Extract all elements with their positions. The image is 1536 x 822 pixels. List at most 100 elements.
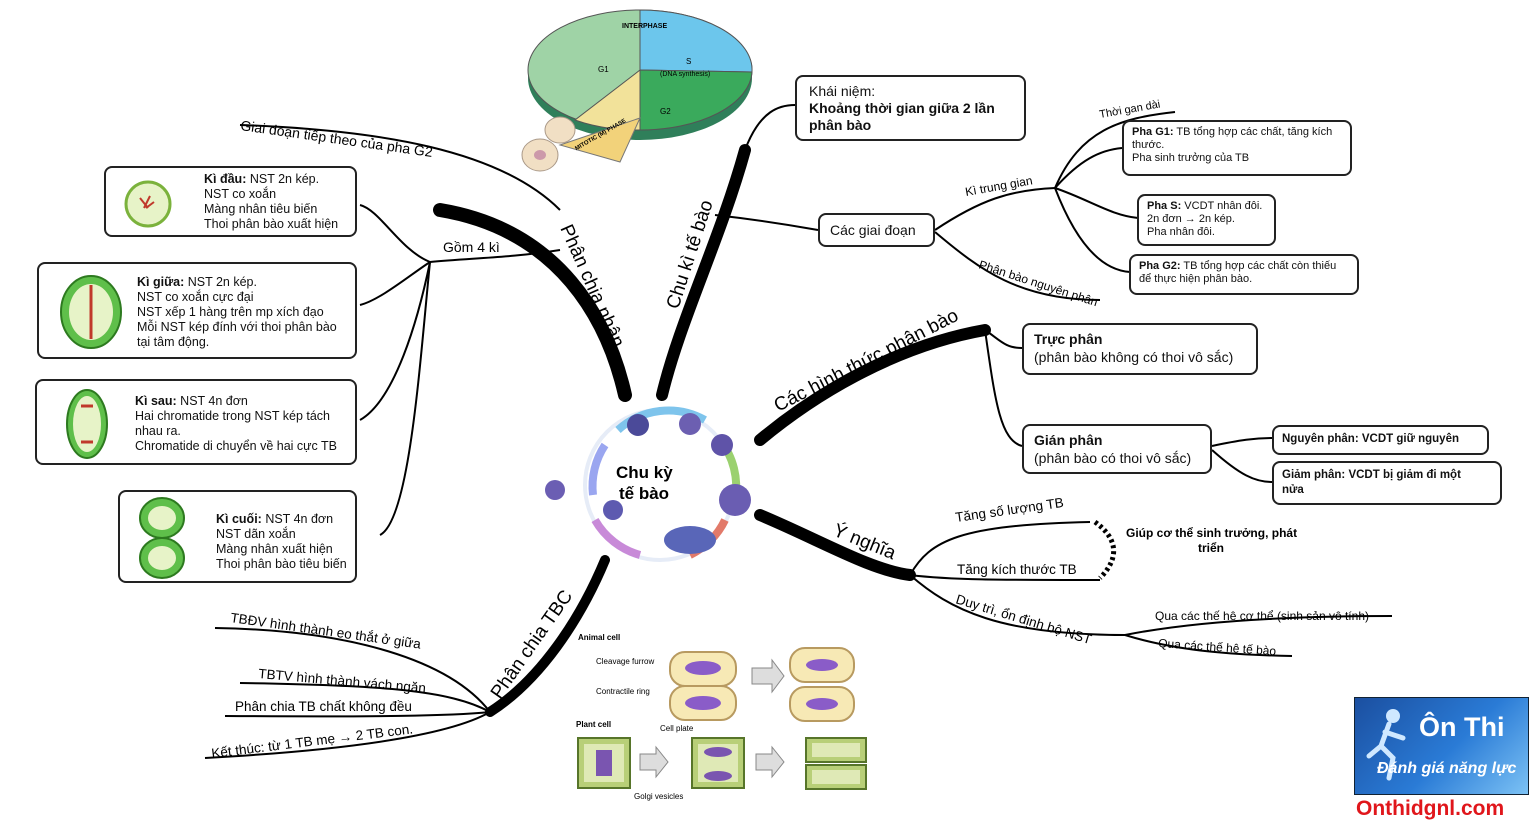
stages-label: Các giai đoạn: [830, 222, 916, 238]
prophase-box: Kì đầu: NST 2n kép. NST co xoắn Màng nhâ…: [104, 166, 357, 237]
label-maintain: Duy trì, ổn định bộ NST: [954, 592, 1093, 648]
branch-forms-line: [754, 324, 991, 446]
diagram-dna-label: (DNA synthesis): [660, 71, 710, 78]
branch-cellcycle-line: [656, 144, 751, 401]
diagram-cellplate-label: Cell plate: [660, 724, 694, 733]
label-increase-number: Tăng số lượng TB: [954, 495, 1064, 525]
branch-cyto-line: [485, 555, 610, 717]
prophase-image: [124, 180, 172, 228]
metaphase-l1: NST 2n kép.: [184, 275, 257, 289]
metaphase-title: Kì giữa:: [137, 275, 185, 289]
g2-box: Pha G2: TB tổng hợp các chất còn thiếu đ…: [1129, 254, 1359, 295]
metaphase-l4: Mỗi NST kép đính với thoi phân bào: [137, 320, 337, 334]
diagram-animal-label: Animal cell: [578, 633, 620, 642]
g1-title: Pha G1:: [1132, 126, 1174, 138]
s-text3: Pha nhân đôi.: [1147, 226, 1215, 238]
cytokinesis-diagram: [577, 647, 867, 790]
label-growth-line2: triển: [1198, 541, 1224, 555]
label-through-body: Qua các thế hệ cơ thể (sinh sản vô tính): [1155, 609, 1369, 623]
logo-line2: Đánh giá năng lực: [1377, 760, 1517, 777]
site-logo: Ôn Thi Đánh giá năng lực: [1354, 697, 1529, 795]
line-increase-size: [909, 574, 1101, 581]
line-through-cell: [1124, 634, 1293, 657]
prophase-l2: NST co xoắn: [204, 187, 277, 201]
anaphase-l1: NST 4n đơn: [176, 394, 248, 408]
anaphase-l4: Chromatide di chuyển về hai cực TB: [135, 439, 337, 453]
label-animal: TBĐV hình thành eo thắt ở giữa: [230, 610, 423, 652]
label-plant: TBTV hình thành vách ngăn: [258, 666, 427, 696]
line-stages: [714, 214, 819, 231]
line-concept: [744, 104, 796, 151]
direct-division-box: Trực phân (phân bào không có thoi vô sắc…: [1022, 323, 1258, 375]
diagram-g2-label: G2: [660, 107, 671, 116]
g1-text3: Pha sinh trưởng của TB: [1132, 152, 1250, 164]
s-title: Pha S:: [1147, 200, 1182, 212]
line-direct: [984, 329, 1023, 349]
prophase-l1: NST 2n kép.: [246, 172, 320, 186]
label-growth-line1: Giúp cơ thể sinh trưởng, phát: [1126, 526, 1297, 540]
branch-label-forms: Các hình thức phân bào: [771, 305, 962, 416]
telophase-l1: NST 4n đơn: [261, 512, 334, 526]
metaphase-l3: NST xếp 1 hàng trên mp xích đạo: [137, 305, 324, 319]
line-maintain: [909, 574, 1126, 636]
line-metaphase: [359, 261, 431, 306]
prophase-l3: Màng nhân tiêu biến: [204, 202, 318, 216]
g1-text1: TB tổng hợp các chất, tăng kích: [1173, 126, 1333, 138]
center-title-line2: tế bào: [619, 484, 669, 503]
telophase-l4: Thoi phân bào tiêu biến: [216, 557, 347, 571]
metaphase-l5: tại tâm động.: [137, 335, 210, 349]
prophase-l4: Thoi phân bào xuất hiện: [204, 217, 339, 231]
site-url[interactable]: Onthidgnl.com: [1356, 797, 1505, 820]
dashed-brace: [1093, 519, 1117, 580]
g1-text2: thước.: [1132, 139, 1165, 151]
label-long-time: Thời gan dài: [1098, 98, 1161, 121]
metaphase-box: Kì giữa: NST 2n kép. NST co xoắn cực đại…: [37, 262, 357, 359]
line-prophase: [359, 204, 431, 263]
indirect-division-box: Gián phân (phân bào có thoi vô sắc): [1022, 424, 1212, 474]
diagram-s-label: S: [686, 57, 691, 66]
telophase-title: Kì cuối:: [216, 512, 262, 526]
label-four-phases: Gồm 4 kì: [443, 239, 500, 255]
diagram-interphase-label: INTERPHASE: [622, 23, 667, 30]
line-end: [204, 711, 491, 759]
concept-text: Khoảng thời gian giữa 2 lần phân bào: [809, 100, 995, 133]
diagram-g1-label: G1: [598, 65, 609, 74]
stages-box: Các giai đoạn: [818, 213, 935, 247]
g1-box: Pha G1: TB tổng hợp các chất, tăng kích …: [1122, 120, 1352, 176]
anaphase-l3: nhau ra.: [135, 424, 181, 438]
line-s: [1054, 187, 1139, 219]
line-anaphase: [359, 261, 431, 421]
anaphase-l2: Hai chromatide trong NST kép tách: [135, 409, 331, 423]
s-box: Pha S: VCDT nhân đôi. 2n đơn → 2n kép. P…: [1137, 194, 1276, 246]
concept-label: Khái niệm:: [809, 83, 876, 99]
mitosis-text: Nguyên phân: VCDT giữ nguyên: [1282, 433, 1459, 445]
anaphase-title: Kì sau:: [135, 394, 177, 408]
label-increase-size: Tăng kích thước TB: [957, 562, 1077, 577]
line-mitosis-phase: [934, 231, 1101, 301]
diagram-plant-label: Plant cell: [576, 720, 611, 729]
telophase-l2: NST dãn xoắn: [216, 527, 296, 541]
telophase-image: [139, 497, 185, 579]
meiosis-line1: Giảm phân: VCDT bị giảm đi một: [1282, 469, 1461, 481]
label-through-cell: Qua các thế hệ tế bào: [1158, 636, 1277, 658]
line-telophase: [379, 261, 431, 536]
direct-title: Trực phân: [1034, 331, 1103, 347]
meiosis-box: Giảm phân: VCDT bị giảm đi một nửa: [1272, 461, 1502, 505]
runner-icon: [1366, 709, 1406, 781]
anaphase-box: Kì sau: NST 4n đơn Hai chromatide trong …: [35, 379, 357, 465]
indirect-title: Gián phân: [1034, 432, 1103, 448]
diagram-cleavage-label: Cleavage furrow: [596, 657, 654, 666]
telophase-l3: Màng nhân xuất hiện: [216, 542, 333, 556]
label-unequal: Phân chia TB chất không đều: [235, 699, 412, 714]
line-g2: [1054, 187, 1131, 273]
indirect-desc: (phân bào có thoi vô sắc): [1034, 450, 1192, 466]
label-mitosis-phase: Phân bào nguyên phân: [977, 258, 1099, 310]
meiosis-line2: nửa: [1282, 484, 1304, 496]
mitosis-box: Nguyên phân: VCDT giữ nguyên: [1272, 425, 1489, 455]
direct-desc: (phân bào không có thoi vô sắc): [1034, 349, 1234, 365]
line-increase-number: [909, 521, 1091, 576]
label-next-phase: Giai đoạn tiếp theo của pha G2: [240, 117, 434, 160]
diagram-golgi-label: Golgi vesicles: [634, 792, 683, 801]
s-text2: 2n đơn → 2n kép.: [1147, 213, 1235, 225]
